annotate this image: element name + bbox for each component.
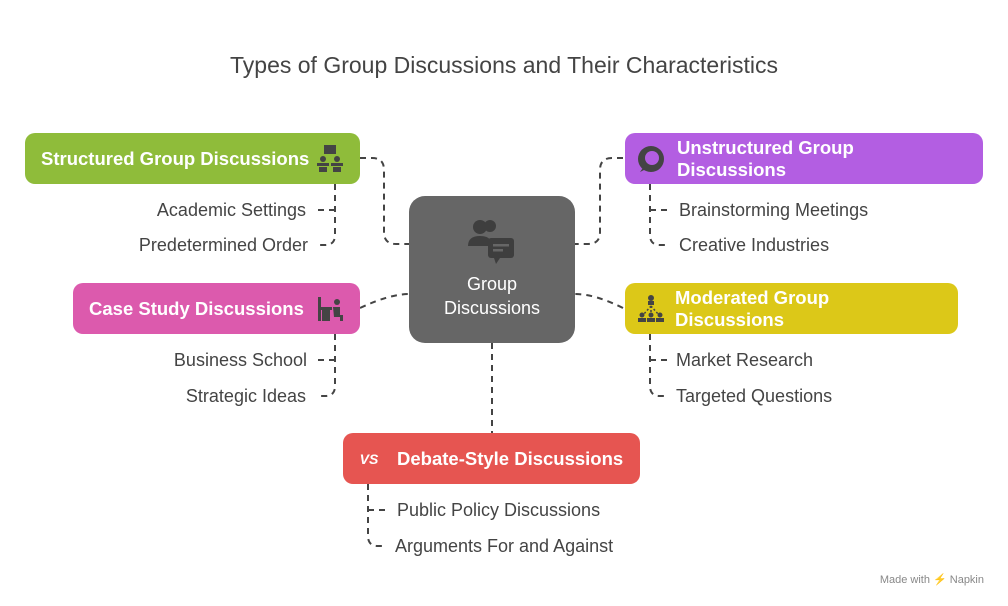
node-label: Moderated Group Discussions xyxy=(675,286,830,330)
item-academic-settings: Academic Settings xyxy=(156,200,306,220)
node-case-study[interactable]: Case Study Discussions xyxy=(73,283,360,334)
node-structured[interactable]: Structured Group Discussions xyxy=(25,133,360,184)
hierarchy-people-icon xyxy=(637,294,665,323)
presenter-audience-icon xyxy=(316,144,344,173)
item-business-school: Business School xyxy=(173,350,307,370)
item-creative-industries: Creative Industries xyxy=(679,235,830,255)
vs-icon: VS xyxy=(359,450,379,467)
node-unstructured[interactable]: Unstructured Group Discussions xyxy=(625,133,983,184)
node-label: Debate-Style Discussions xyxy=(397,447,624,469)
center-label-line1: Group xyxy=(466,274,518,294)
item-brainstorming-meetings: Brainstorming Meetings xyxy=(679,200,869,220)
item-targeted-questions: Targeted Questions xyxy=(676,386,833,406)
diagram-title: Types of Group Discussions and Their Cha… xyxy=(230,52,778,78)
node-label: Unstructured Group Discussions xyxy=(677,136,854,180)
chat-bubble-icon xyxy=(637,145,665,173)
people-chat-icon xyxy=(409,218,575,264)
desk-study-icon xyxy=(316,295,344,323)
item-strategic-ideas: Strategic Ideas xyxy=(185,386,306,406)
center-node: Group Discussions xyxy=(409,196,575,343)
node-label: Structured Group Discussions xyxy=(41,147,310,169)
item-arguments: Arguments For and Against xyxy=(395,536,614,556)
item-predetermined-order: Predetermined Order xyxy=(138,235,308,255)
node-label: Case Study Discussions xyxy=(89,297,304,319)
center-label-line2: Discussions xyxy=(443,298,541,318)
napkin-watermark: Made with ⚡ Napkin xyxy=(879,574,984,586)
item-market-research: Market Research xyxy=(676,350,814,370)
node-moderated[interactable]: Moderated Group Discussions xyxy=(625,283,958,334)
node-debate[interactable]: VS Debate-Style Discussions xyxy=(343,433,640,484)
item-public-policy: Public Policy Discussions xyxy=(397,500,601,520)
